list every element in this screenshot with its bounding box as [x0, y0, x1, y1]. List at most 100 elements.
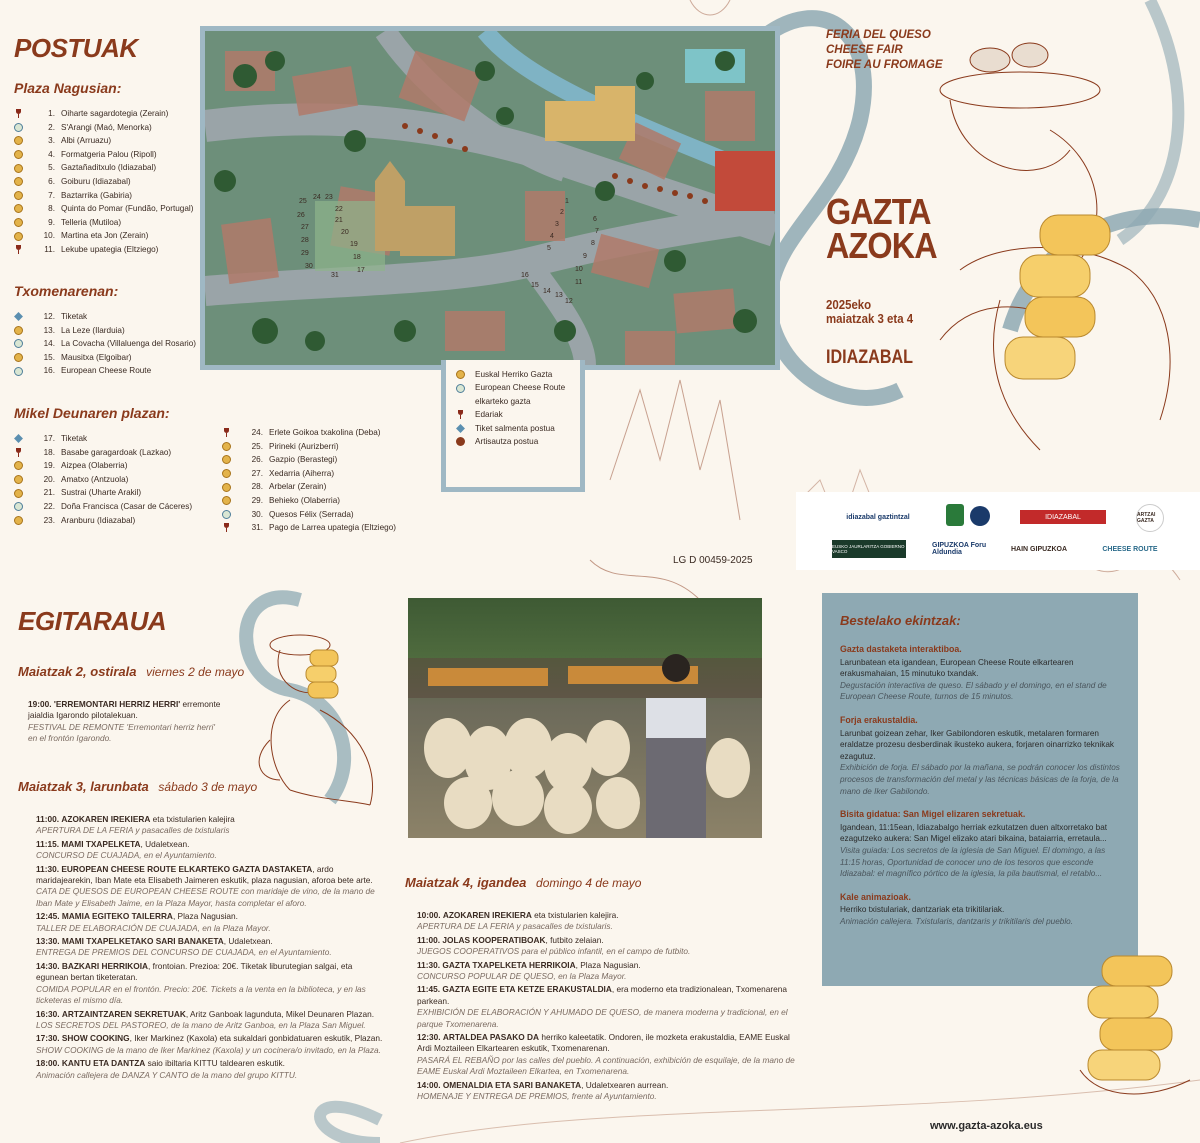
event-name: AZOKAREN IREKIERA: [442, 910, 532, 920]
cheese-icon: [222, 441, 231, 451]
map-stall-number: 3: [555, 221, 559, 228]
program-event: 11:00. JOLAS KOOPERATIBOAK, futbito zela…: [417, 935, 802, 958]
stall-name: Erlete Goikoa txakolina (Deba): [269, 428, 381, 437]
cheese-icon: [14, 204, 23, 214]
program-event: 18:00. KANTU ETA DANTZA saio ibiltaria K…: [36, 1058, 384, 1081]
event-time: 11:00.: [417, 934, 441, 945]
map-stall-number: 27: [301, 224, 309, 231]
program-event: 17:30. SHOW COOKING, Iker Markinez (Kaxo…: [36, 1033, 384, 1056]
map-stall-number: 28: [301, 237, 309, 244]
event-description: , Udaletxean.: [140, 838, 190, 849]
stall-number: 14.: [43, 339, 55, 349]
activity-block: Bisita gidatua: San Migel elizaren sekre…: [840, 809, 1122, 880]
logo-hain-gipuzkoa: HAIN GIPUZKOA: [1010, 540, 1068, 558]
legend-label: Euskal Herriko Gazta: [475, 370, 553, 379]
map-stall-number: 8: [591, 240, 595, 247]
activity-title: Forja erakustaldia.: [840, 714, 918, 725]
event-name: EUROPEAN CHEESE ROUTE ELKARTEKO GAZTA DA…: [61, 863, 313, 874]
event-description: , Iker Markinez (Kaxola) eta sukaldari g…: [129, 1033, 383, 1044]
ecr-icon: [14, 366, 23, 376]
program-day-3: 11:00. AZOKAREN IREKIERA eta txistularie…: [36, 814, 384, 1083]
stall-name: Amatxo (Antzuola): [61, 474, 129, 484]
cheese-icon: [14, 488, 23, 498]
other-activities-panel: Bestelako ekintzak: Gazta dastaketa inte…: [822, 593, 1138, 986]
craft-stall-icon: [456, 437, 465, 447]
stall-number: 25.: [251, 441, 263, 451]
drink-icon: [16, 109, 21, 119]
program-event: 11:45. GAZTA EGITE ETA KETZE ERAKUSTALDI…: [417, 984, 802, 1030]
stall-name: Tiketak: [61, 312, 88, 321]
program-event: 13:30. MAMI TXAPELKETAKO SARI BANAKETA, …: [36, 936, 384, 959]
ticket-icon: [456, 423, 465, 433]
event-name: MAMI TXAPELKETA: [61, 838, 141, 849]
map-stall-number: 26: [297, 212, 305, 219]
stall-name: Tiketak: [61, 434, 88, 443]
stall-number: 28.: [251, 482, 263, 492]
cheese-icon: [14, 163, 23, 173]
map-stall-number: 15: [531, 282, 539, 289]
cheese-woman-illustration: [939, 42, 1171, 451]
stall-item: 19.Aizpea (Olaberria): [14, 459, 204, 473]
event-time: 18:00.: [36, 1058, 60, 1069]
stall-number: 17.: [43, 434, 55, 443]
map-stall-number: 16: [521, 272, 529, 279]
stall-item: 18.Basabe garagardoak (Lazkao): [14, 446, 204, 460]
event-time: 13:30.: [36, 936, 60, 947]
map-stall-number: 12: [565, 298, 573, 305]
map-stall-numbers: 1234567891011121314151617181920212223242…: [297, 194, 599, 305]
other-activities-list: Gazta dastaketa interaktiboa.Larunbatean…: [840, 644, 1122, 927]
stall-item: 12.Tiketak: [14, 310, 204, 324]
event-description-es: SHOW COOKING de la mano de Iker Markinez…: [36, 1044, 381, 1055]
activity-block: Forja erakustaldia.Larunbat goizean zeha…: [840, 715, 1122, 797]
event-description-es: EXHIBICIÓN DE ELABORACIÓN Y AHUMADO DE Q…: [417, 1007, 788, 1029]
stall-name: Lekube upategia (Eltziego): [61, 244, 159, 254]
stall-name: Pago de Larrea upategia (Eltziego): [269, 523, 396, 533]
event-description: , futbito zelaian.: [545, 934, 604, 945]
stall-item: 29.Behieko (Olaberria): [222, 494, 412, 508]
event-time: 16:30.: [36, 1008, 60, 1019]
cheese-icon: [14, 231, 23, 241]
stall-item: 6.Goiburu (Idiazabal): [14, 175, 204, 189]
stall-number: 20.: [43, 474, 55, 484]
event-name: BAZKARI HERRIKOIA: [61, 960, 149, 971]
activity-title: Kale animazioak.: [840, 891, 911, 902]
event-time: 14:00.: [417, 1079, 441, 1090]
feria-fr: FOIRE AU FROMAGE: [826, 59, 943, 71]
map-stall-number: 13: [555, 292, 563, 299]
ecr-icon: [14, 339, 23, 349]
stall-item: 16.European Cheese Route: [14, 364, 204, 378]
event-name: GAZTA TXAPELKETA HERRIKOIA: [442, 959, 576, 970]
program-event: 16:30. ARTZAINTZAREN SEKRETUAK, Aritz Ga…: [36, 1009, 384, 1032]
event-description-es: CONCURSO DE CUAJADA, en el Ayuntamiento.: [36, 850, 217, 861]
main-title: GAZTA AZOKA: [826, 194, 938, 264]
stall-name: Aranburu (Idiazabal): [61, 515, 136, 525]
cheese-icon: [14, 353, 23, 363]
event-name: AZOKAREN IREKIERA: [61, 814, 151, 824]
map-stall-number: 21: [335, 217, 343, 224]
event-time: 14:30.: [36, 960, 60, 971]
group-title-txomenarena: Txomenarenan:: [14, 283, 119, 299]
stall-item: 1.Oiharte sagardotegia (Zerain): [14, 107, 204, 121]
website-url[interactable]: www.gazta-azoka.eus: [930, 1120, 1043, 1132]
map-stall-number: 20: [341, 229, 349, 236]
stall-number: 6.: [48, 176, 55, 186]
stall-number: 19.: [43, 461, 55, 471]
stall-name: Telleria (Mutiloa): [61, 217, 122, 227]
event-place: IDIAZABAL: [826, 347, 914, 368]
stall-item: 31.Pago de Larrea upategia (Eltziego): [222, 521, 412, 535]
event-description-es: ENTREGA DE PREMIOS DEL CONCURSO DE CUAJA…: [36, 947, 332, 958]
activity-description: Larunbatean eta igandean, European Chees…: [840, 657, 1074, 679]
program-event: 11:30. GAZTA TXAPELKETA HERRIKOIA, Plaza…: [417, 960, 802, 983]
stall-name: Quinta do Pomar (Fundão, Portugal): [61, 204, 194, 214]
legend-item: Tiket salmenta postua: [456, 422, 572, 435]
stall-item: 5.Gaztañaditxulo (Idiazabal): [14, 161, 204, 175]
event-time: 11:30.: [36, 863, 60, 874]
other-activities-title: Bestelako ekintzak:: [840, 613, 961, 628]
logo-eusko-jaurlaritza: EUSKO JAURLARITZA GOBIERNO VASCO: [832, 540, 906, 558]
drink-icon: [16, 245, 21, 255]
stall-number: 16.: [43, 366, 55, 376]
day-head-2-eu: Maiatzak 2, ostirala: [18, 664, 137, 679]
sponsor-logos: idiazabal gaztintzal IDIAZABAL ARTZAI GA…: [796, 492, 1200, 570]
